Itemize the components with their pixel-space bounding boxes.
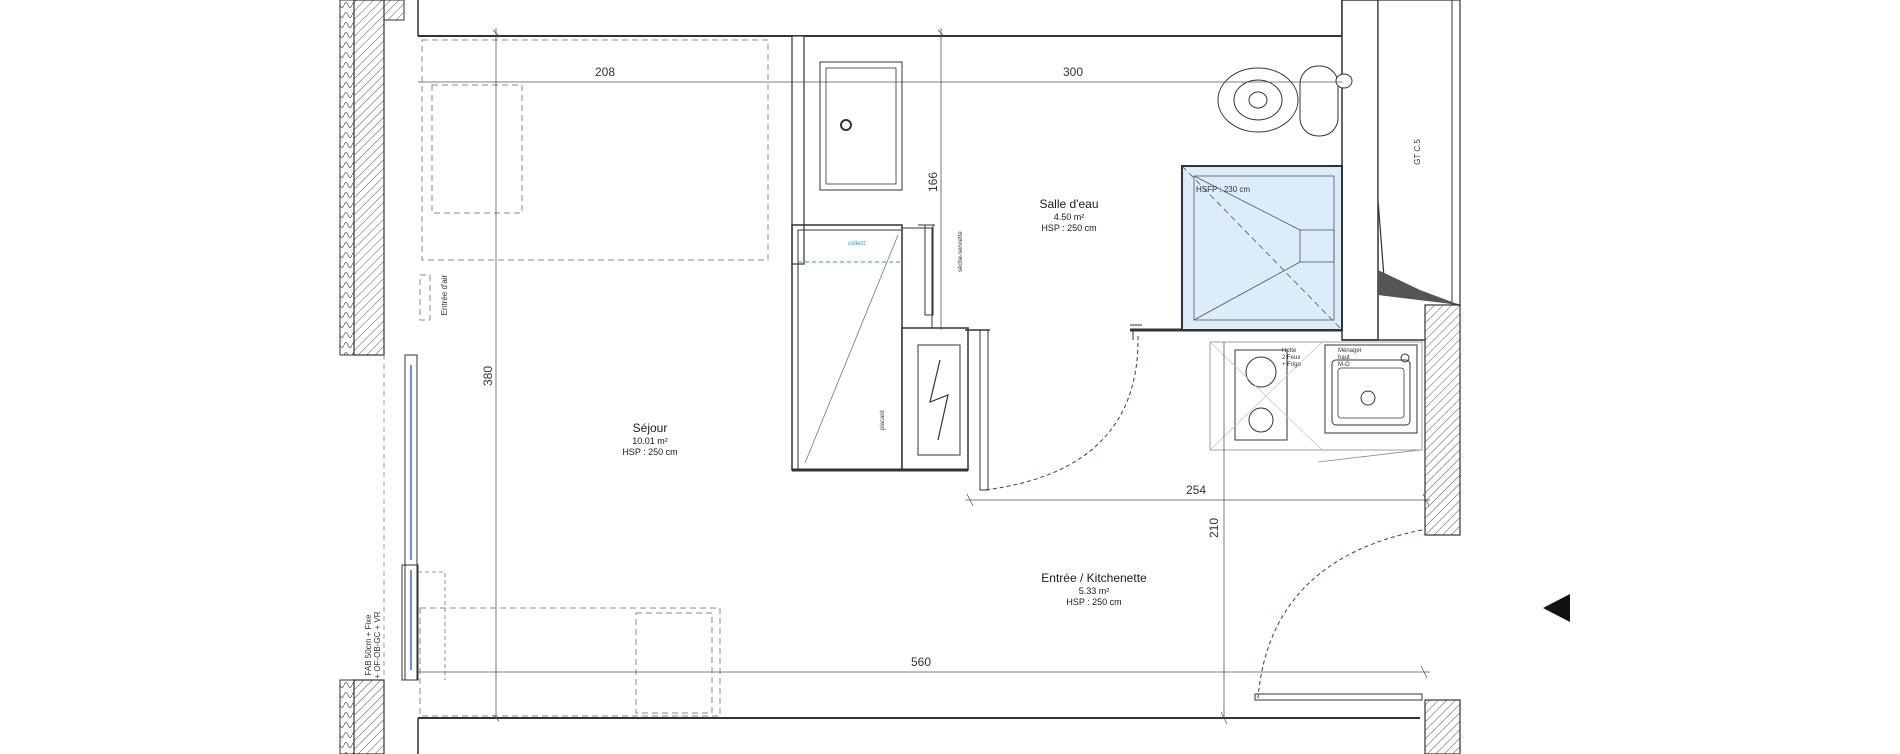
dim-166: 166: [926, 172, 940, 192]
dim-380: 380: [481, 366, 495, 386]
exterior-walls: [339, 0, 1461, 754]
sejour-height: HSP : 250 cm: [622, 447, 677, 457]
shower: HSFP : 230 cm: [1181, 165, 1343, 331]
entree-name: Entrée / Kitchenette: [1041, 571, 1147, 585]
window-label: FAB 50cm + Fixe: [364, 614, 373, 676]
room-salle-eau-label: Salle d'eau 4.50 m² HSP : 250 cm: [1039, 197, 1098, 233]
entrance-arrow-icon: [1543, 594, 1570, 622]
entree-air-label: Entrée d'air: [440, 274, 449, 315]
dim-210: 210: [1207, 518, 1221, 538]
menager-label-3: M-O: [1338, 362, 1350, 368]
salle-eau-height: HSP : 250 cm: [1041, 223, 1096, 233]
entree-area: 5.33 m²: [1079, 586, 1110, 596]
hotte-label: Hotte: [1282, 348, 1297, 354]
salle-eau-area: 4.50 m²: [1054, 212, 1085, 222]
kitchenette: Hotte 2 Feux + Frigo Ménager haut M-O: [1209, 341, 1423, 463]
shower-hsfp-label: HSFP : 230 cm: [1196, 185, 1250, 194]
sejour-name: Séjour: [633, 421, 668, 435]
washbasin: [819, 61, 935, 316]
placard-label: placard: [880, 410, 886, 430]
hotte-label-3: + Frigo: [1282, 362, 1302, 368]
seche-serviette-label: sèche-serviette: [958, 231, 964, 272]
hotte-label-2: 2 Feux: [1282, 355, 1300, 361]
partitions: [791, 35, 1342, 491]
dim-208: 208: [595, 65, 615, 79]
dim-300: 300: [1063, 65, 1083, 79]
room-entree-label: Entrée / Kitchenette 5.33 m² HSP : 250 c…: [1041, 571, 1147, 607]
furniture-outlines: [419, 39, 769, 717]
window: [383, 354, 446, 681]
dim-560: 560: [911, 655, 931, 669]
menager-label: Ménager: [1338, 348, 1362, 354]
menager-label-2: haut: [1338, 355, 1350, 361]
window-label-2: + OF-OB-GC + VR: [373, 611, 382, 678]
collecteur-label: collect.: [848, 241, 867, 247]
gaine-label: GT C.5: [1413, 139, 1422, 165]
salle-eau-name: Salle d'eau: [1039, 197, 1098, 211]
dim-254: 254: [1186, 483, 1206, 497]
doors: [984, 330, 1423, 701]
sejour-area: 10.01 m²: [632, 436, 668, 446]
entree-height: HSP : 250 cm: [1066, 597, 1121, 607]
toilet: [1217, 65, 1353, 137]
dimension-lines: [418, 28, 1430, 725]
room-sejour-label: Séjour 10.01 m² HSP : 250 cm: [622, 421, 677, 457]
